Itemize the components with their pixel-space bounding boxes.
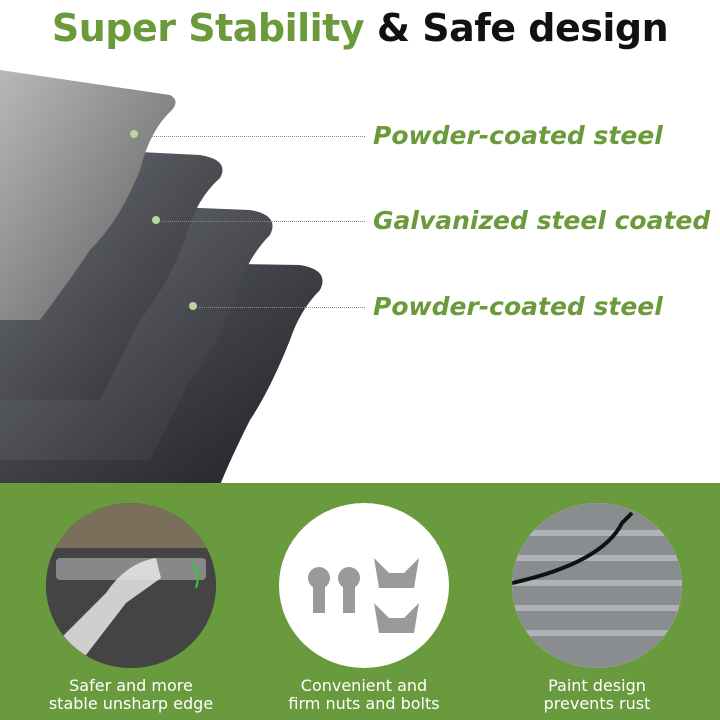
caption-line: Paint design (548, 676, 646, 695)
caption-line: prevents rust (543, 694, 651, 713)
headline-black: & Safe design (376, 6, 669, 50)
feature-caption-edge: Safer and more stable unsharp edge (31, 677, 231, 713)
feature-caption-bolts: Convenient and firm nuts and bolts (264, 677, 464, 713)
feature-caption-rust: Paint design prevents rust (497, 677, 697, 713)
layer-marker (152, 216, 160, 224)
bolts-nuts-image (279, 503, 449, 668)
layer-label-middle: Galvanized steel coated (373, 206, 711, 235)
layer-label-outer: Powder-coated steel (373, 121, 663, 150)
leader-line (140, 136, 365, 137)
corrugated-wall-image (512, 503, 682, 668)
caption-line: firm nuts and bolts (288, 694, 440, 713)
caption-line: Safer and more (69, 676, 193, 695)
layer-marker (189, 302, 197, 310)
caption-line: stable unsharp edge (48, 694, 214, 713)
leader-line (199, 307, 365, 308)
headline-green: Super Stability (51, 6, 365, 50)
layer-marker (130, 130, 138, 138)
leader-line (162, 221, 365, 222)
layer-label-inner: Powder-coated steel (373, 292, 663, 321)
steel-panels-illustration (0, 70, 323, 485)
caption-line: Convenient and (300, 676, 428, 695)
headline: Super Stability & Safe design (0, 6, 720, 50)
hand-edge-image (46, 503, 216, 668)
